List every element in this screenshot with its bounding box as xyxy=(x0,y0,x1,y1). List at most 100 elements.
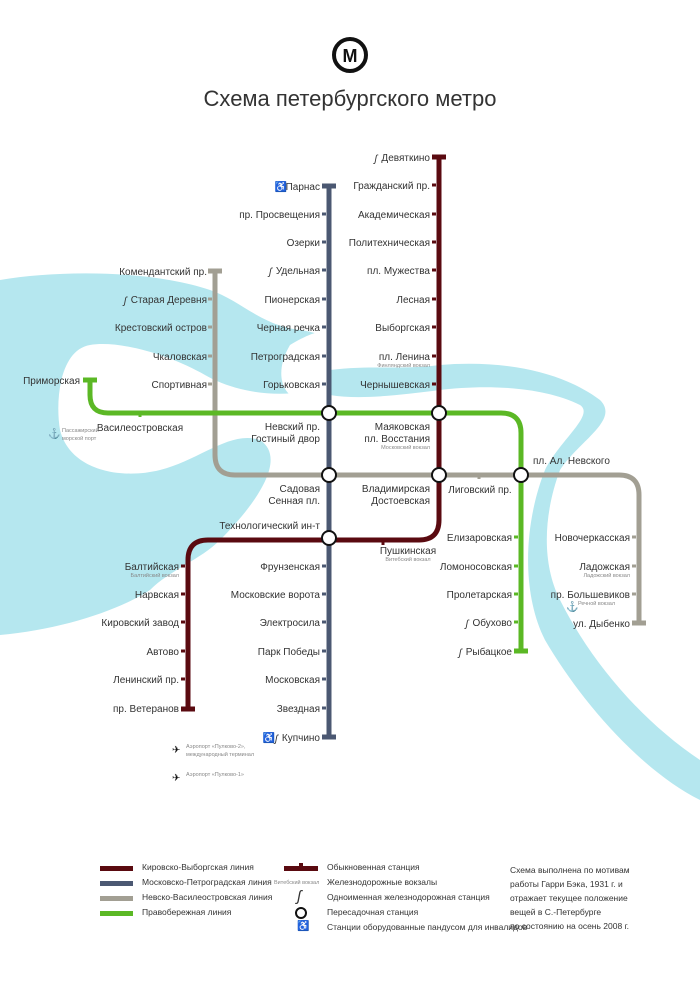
station-blue[interactable]: Звездная xyxy=(277,704,320,715)
station-grey[interactable]: Старая Деревня xyxy=(131,295,207,306)
station-grey[interactable]: Новочеркасская xyxy=(555,533,630,544)
wheelchair-icon: ♿ xyxy=(297,921,310,932)
station-grey[interactable]: Ладожская xyxy=(579,562,630,573)
station-red[interactable]: Чернышевская xyxy=(360,380,430,391)
station-grey[interactable]: Лиговский пр. xyxy=(448,485,511,496)
station-blue[interactable]: пр. Просвещения xyxy=(239,210,320,221)
station-tick xyxy=(181,592,185,596)
rail-icon: ʃ xyxy=(372,154,378,165)
station-red[interactable]: Выборгская xyxy=(375,322,430,334)
wheelchair-icon: ♿ xyxy=(275,180,287,193)
station-tick xyxy=(83,378,87,382)
station-blue[interactable]: Купчино xyxy=(282,733,321,744)
station-blue[interactable]: Озерки xyxy=(287,238,320,249)
poi-label: международный терминал xyxy=(186,751,254,758)
station-blue[interactable]: Московские ворота xyxy=(231,590,321,601)
railway-terminal-label: Ладожский вокзал xyxy=(583,572,630,579)
station-grey[interactable]: Комендантский пр. xyxy=(119,267,207,278)
transfer-station[interactable] xyxy=(321,530,337,546)
station-blue[interactable]: Московская xyxy=(265,675,320,686)
station-tick xyxy=(181,677,185,681)
station-tick xyxy=(181,649,185,653)
station-blue[interactable]: Пионерская xyxy=(264,295,320,306)
legend-line-red: Кировско-Выборгская линия xyxy=(142,862,254,872)
poi-label: Аэропорт «Пулково-1» xyxy=(186,772,244,778)
station-red[interactable]: пр. Ветеранов xyxy=(113,704,179,715)
station-tick xyxy=(477,475,481,479)
station-green[interactable]: Приморская xyxy=(23,376,80,387)
station-tick xyxy=(432,382,436,386)
station-red[interactable]: Политехническая xyxy=(349,238,430,249)
station-tick xyxy=(208,297,212,301)
station-tick xyxy=(208,325,212,329)
legend-line-green: Правобережная линия xyxy=(142,907,232,917)
station-blue[interactable]: Электросила xyxy=(260,618,321,629)
station-blue[interactable]: Петроградская xyxy=(251,352,320,363)
railway-terminal-label: Финляндский вокзал xyxy=(377,362,430,369)
station-red[interactable]: Нарвская xyxy=(135,590,179,601)
note-line: по состоянию на осень 2008 г. xyxy=(510,921,629,931)
transfer-station[interactable] xyxy=(431,467,447,483)
station-green[interactable]: Рыбацкое xyxy=(466,646,513,658)
legend-transfer: Пересадочная станция xyxy=(327,907,419,917)
station-grey[interactable]: ул. Дыбенко xyxy=(573,618,630,630)
station-red[interactable]: Академическая xyxy=(358,210,430,221)
station-tick xyxy=(632,564,636,568)
terminus-cap xyxy=(181,706,195,712)
station-red[interactable]: Пушкинская xyxy=(380,546,436,557)
station-blue[interactable]: Горьковская xyxy=(263,380,320,391)
station-red[interactable]: Ленинский пр. xyxy=(113,675,179,686)
anchor-icon: ⚓ xyxy=(48,427,60,440)
station-red[interactable]: пл. Мужества xyxy=(367,266,430,277)
legend-line-blue: Московско-Петроградская линия xyxy=(142,877,272,887)
transfer-label: Гостиный двор xyxy=(251,434,320,445)
transfer-station[interactable] xyxy=(321,467,337,483)
transfer-label: Владимирская xyxy=(362,484,430,495)
legend-swatch-grey xyxy=(100,896,133,901)
station-red[interactable]: Лесная xyxy=(396,295,430,306)
legend-rail: Одноименная железнодорожная станция xyxy=(327,892,490,902)
station-grey[interactable]: Спортивная xyxy=(151,380,207,391)
terminus-cap xyxy=(322,734,336,740)
station-tick xyxy=(322,240,326,244)
station-red[interactable]: пл. Ленина xyxy=(379,352,431,363)
station-green[interactable]: Обухово xyxy=(473,617,513,629)
station-tick xyxy=(181,706,185,710)
legend-swatch-blue xyxy=(100,881,133,886)
station-grey[interactable]: Чкаловская xyxy=(153,352,207,363)
transfer-label: Достоевская xyxy=(371,496,430,507)
station-red[interactable]: Девяткино xyxy=(381,153,430,164)
station-blue[interactable]: Черная речка xyxy=(257,323,321,334)
station-red[interactable]: Автово xyxy=(146,647,179,658)
transfer-station[interactable] xyxy=(513,467,529,483)
station-tick xyxy=(432,268,436,272)
station-blue[interactable]: Удельная xyxy=(276,266,320,277)
station-red[interactable]: Гражданский пр. xyxy=(353,181,430,192)
station-green[interactable]: Ломоносовская xyxy=(440,562,512,573)
station-symbol-icon xyxy=(284,863,318,871)
map-title: Схема петербургского метро xyxy=(204,86,497,111)
station-blue[interactable]: Парк Победы xyxy=(258,646,320,658)
station-tick xyxy=(181,564,185,568)
transfer-station[interactable] xyxy=(321,405,337,421)
railway-terminal-label: Балтийский вокзал xyxy=(130,572,179,579)
station-tick xyxy=(208,382,212,386)
rail-icon: ʃ xyxy=(297,888,302,905)
transfer-station[interactable] xyxy=(431,405,447,421)
transfer-icon xyxy=(295,907,307,919)
terminus-cap xyxy=(432,154,446,160)
station-grey[interactable]: Крестовский остров xyxy=(115,323,207,334)
station-green[interactable]: Пролетарская xyxy=(447,590,512,601)
station-green[interactable]: Елизаровская xyxy=(447,533,512,544)
station-green[interactable]: Василеостровская xyxy=(97,423,183,434)
station-tick xyxy=(432,325,436,329)
station-blue[interactable]: Парнас xyxy=(286,182,320,193)
note-line: отражает текущее положение xyxy=(510,893,628,903)
station-red[interactable]: Кировский завод xyxy=(101,618,179,629)
anchor-icon: ⚓ xyxy=(566,600,578,613)
station-red[interactable]: Балтийская xyxy=(125,562,179,573)
station-tick xyxy=(138,413,142,417)
station-grey[interactable]: пр. Большевиков xyxy=(551,590,630,601)
station-blue[interactable]: Фрунзенская xyxy=(260,562,320,573)
station-tick xyxy=(322,268,326,272)
